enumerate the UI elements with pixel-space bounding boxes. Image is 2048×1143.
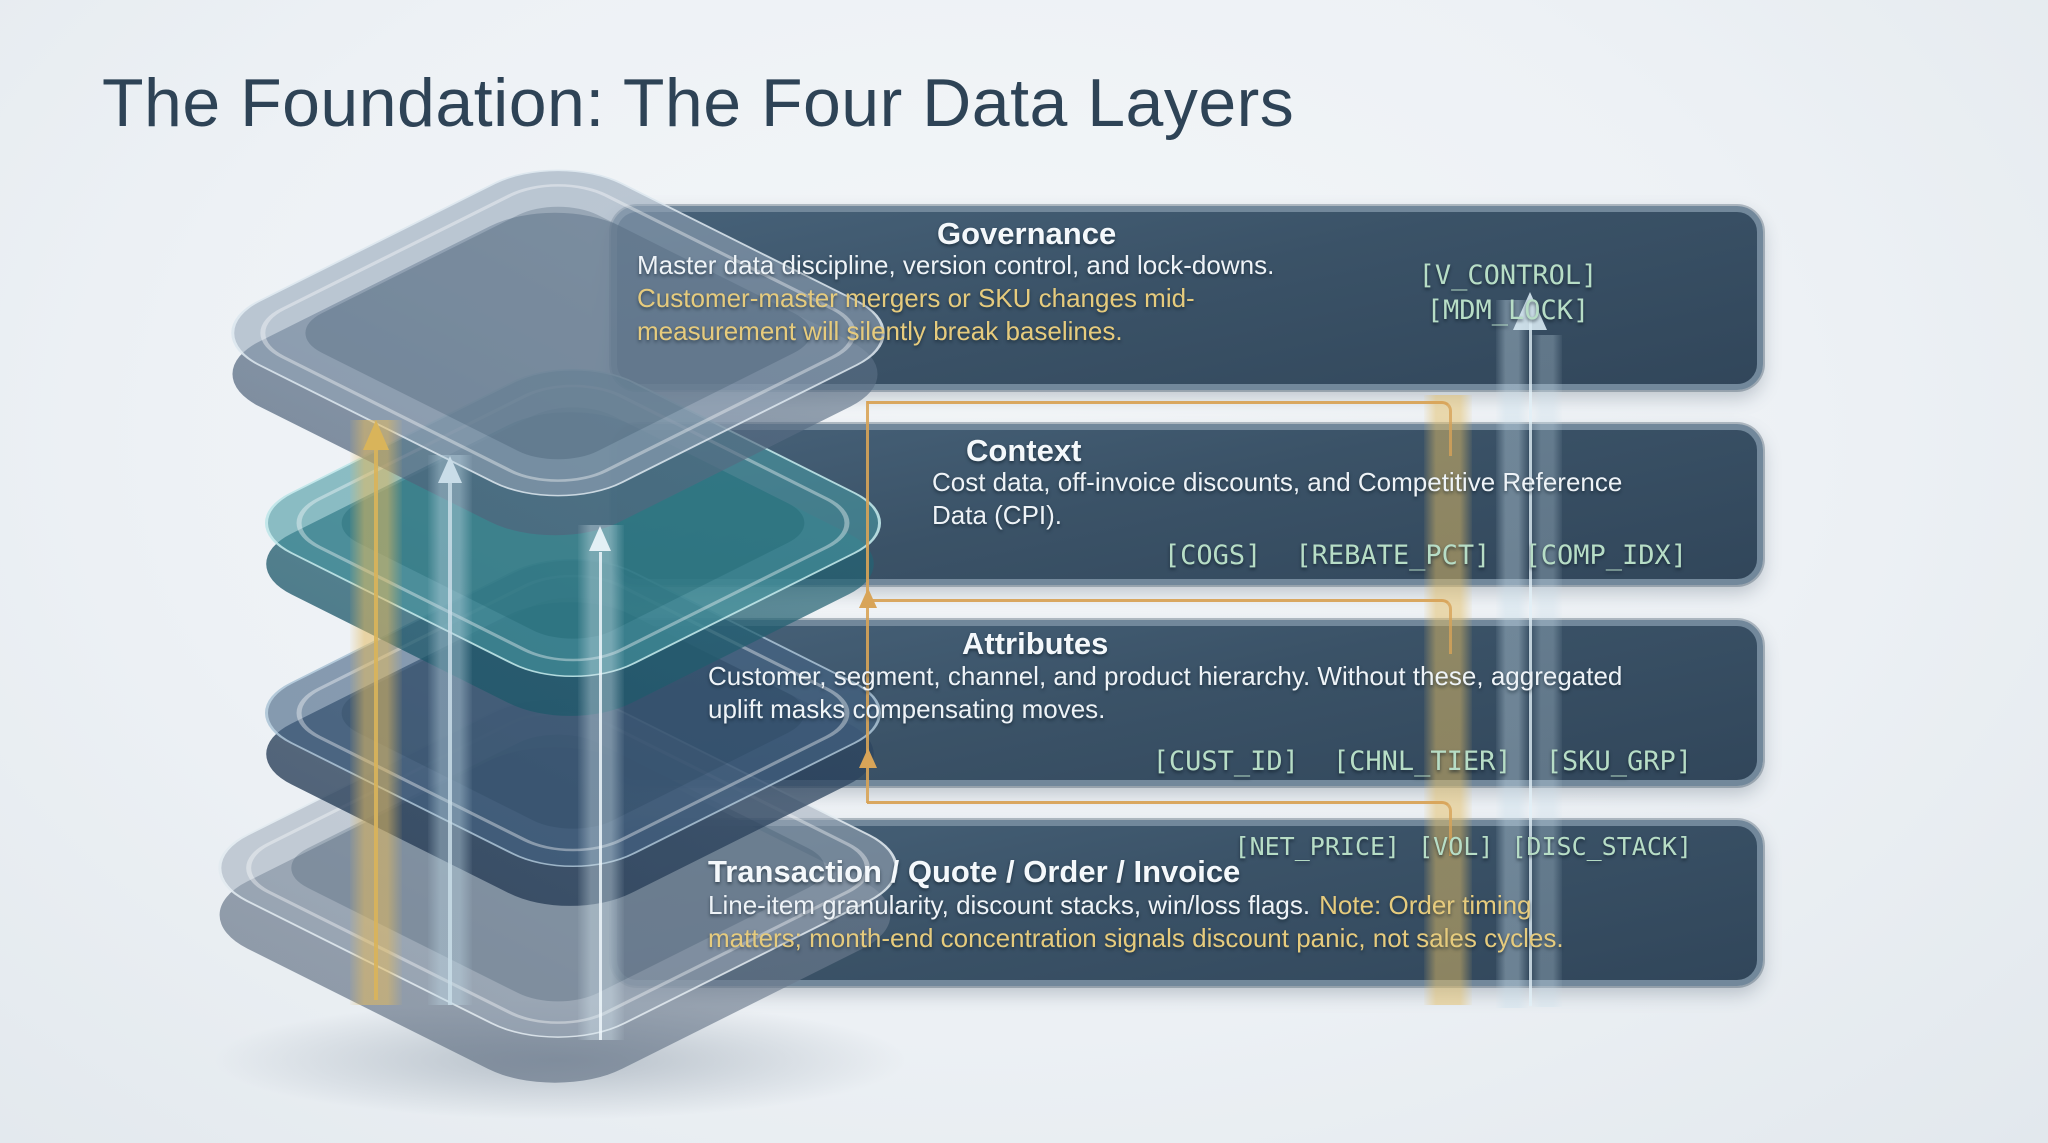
gold-flow-band — [350, 420, 402, 1005]
pale-up-arrow-icon — [438, 456, 462, 483]
page-title: The Foundation: The Four Data Layers — [102, 65, 1295, 141]
governance-note-line2: measurement will silently break baseline… — [637, 316, 1123, 346]
tag-sku-grp: [SKU_GRP] — [1545, 746, 1692, 777]
governance-note-line1: Customer-master mergers or SKU changes m… — [637, 283, 1195, 313]
white-arrow-stem — [599, 552, 602, 1040]
transaction-title: Transaction / Quote / Order / Invoice — [708, 854, 1241, 889]
transaction-note-line1: Note: Order timing — [1319, 890, 1532, 920]
context-title: Context — [966, 433, 1082, 468]
governance-title: Governance — [937, 216, 1117, 251]
tag-vol: [VOL] — [1418, 832, 1494, 861]
gold-up-arrow-icon — [363, 420, 389, 450]
white-up-arrow-icon — [589, 526, 611, 551]
tag-rebate-pct: [REBATE_PCT] — [1295, 540, 1491, 571]
attributes-body-line2: uplift masks compensating moves. — [708, 694, 1106, 724]
tag-v-control: [V_CONTROL] — [1418, 260, 1598, 291]
orange-up-arrow-icon — [859, 588, 877, 608]
tag-cust-id: [CUST_ID] — [1152, 746, 1299, 777]
context-body-line2: Data (CPI). — [932, 500, 1063, 530]
governance-tags: [V_CONTROL] [MDM_LOCK] — [1396, 258, 1620, 328]
attributes-title: Attributes — [962, 626, 1109, 661]
transaction-body-white: Line-item granularity, discount stacks, … — [708, 890, 1311, 920]
stack-shadow — [210, 1000, 910, 1120]
context-body-line1: Cost data, off-invoice discounts, and Co… — [932, 467, 1623, 497]
tag-disc-stack: [DISC_STACK] — [1511, 832, 1692, 861]
tag-mdm-lock: [MDM_LOCK] — [1426, 295, 1590, 326]
attributes-body-line1: Customer, segment, channel, and product … — [708, 661, 1623, 691]
gold-arrow-stem — [374, 448, 378, 1000]
tag-comp-idx: [COMP_IDX] — [1524, 540, 1687, 571]
transaction-note-line2: matters; month-end concentration signals… — [708, 923, 1564, 953]
pale-flow-band — [428, 455, 472, 1005]
tag-cogs: [COGS] — [1163, 540, 1262, 571]
context-tags: [COGS] [REBATE_PCT] [COMP_IDX] — [1164, 540, 1687, 571]
transaction-body-line1: Line-item granularity, discount stacks, … — [708, 890, 1532, 921]
tag-chnl-tier: [CHNL_TIER] — [1332, 746, 1512, 777]
transaction-tags: [NET_PRICE] [VOL] [DISC_STACK] — [1235, 832, 1692, 861]
attributes-tags: [CUST_ID] [CHNL_TIER] [SKU_GRP] — [1153, 746, 1692, 777]
governance-body: Master data discipline, version control,… — [637, 250, 1275, 280]
tag-net-price: [NET_PRICE] — [1234, 832, 1401, 861]
pale-arrow-stem — [448, 482, 452, 1005]
